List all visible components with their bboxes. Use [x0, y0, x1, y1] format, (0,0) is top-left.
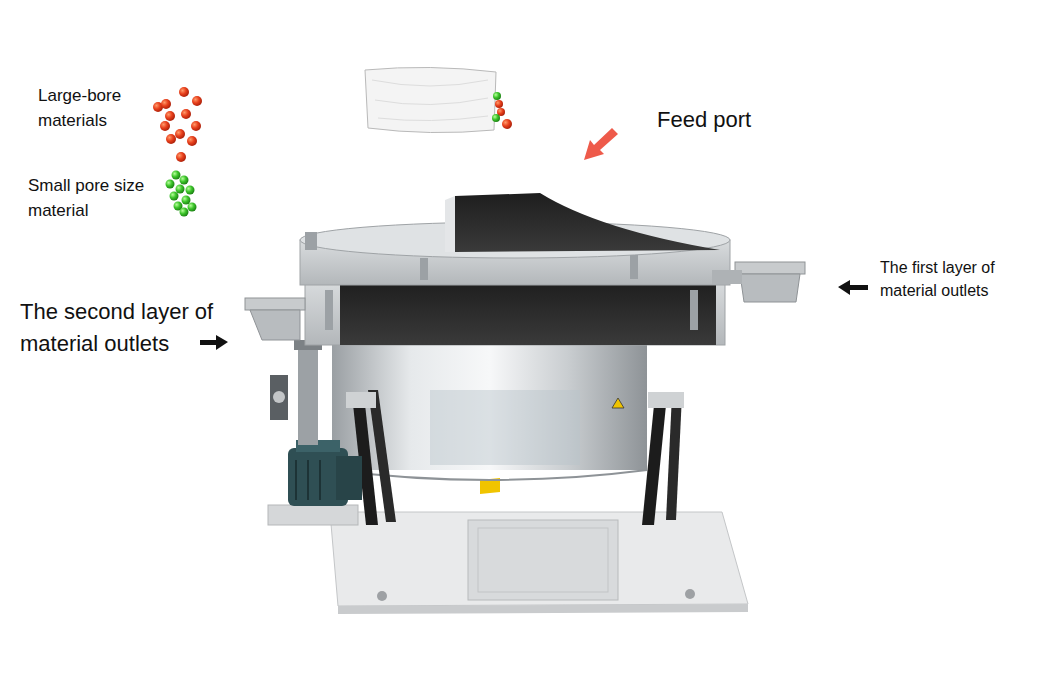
pointer-arrow — [838, 280, 868, 295]
callout-label: Large-bore materials — [38, 84, 150, 133]
callout-label: The first layer of material outlets — [880, 256, 1040, 302]
callout-label: Feed port — [657, 104, 817, 136]
feed-arrow — [584, 128, 618, 160]
callout-label: Small pore size material — [28, 174, 170, 223]
pointer-arrow — [200, 335, 228, 350]
callout-label: The second layer of material outlets — [20, 296, 252, 360]
